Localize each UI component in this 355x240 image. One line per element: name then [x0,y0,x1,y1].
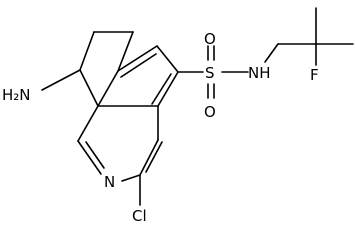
bond-c8-c8a [79,69,99,107]
bond-c5-c4a [157,71,179,107]
structure-canvas: H₂N S O O NH F N Cl [2,7,354,225]
atom-label-amine: H₂N [2,86,31,104]
atom-label-oxygen-bottom: O [204,103,216,121]
bond-c3-double [145,141,163,173]
bond-n-c3 [121,174,141,182]
bond-c4-c4-double [120,53,157,78]
atom-label-ring-nitrogen: N [104,173,115,191]
atom-label-sulfur: S [205,64,215,82]
bond-c5a-c8a [97,70,119,107]
bond-c4-c5 [156,45,179,73]
bond-c8-nh2 [41,69,81,91]
bond-c8a-c9 [77,105,99,142]
bond-c5-c4a-double [151,73,172,105]
atom-label-oxygen-top: O [204,30,216,48]
bond-c5a-c4 [117,45,158,72]
bond-c8-c7 [79,31,95,71]
molecule-drawing: H₂N S O O NH F N Cl [2,7,354,225]
bond-c3-c4a-side [139,139,159,176]
bond-nh-ch2 [264,43,279,63]
bond-c9-n-double [77,140,102,175]
atom-label-chlorine: Cl [132,207,147,225]
atom-label-sulfonamide-nh: NH [248,64,271,82]
atom-label-fluorine: F [310,66,319,84]
bond-c6-c5a [117,31,134,72]
bond-c9-n-double-inner [85,141,105,169]
